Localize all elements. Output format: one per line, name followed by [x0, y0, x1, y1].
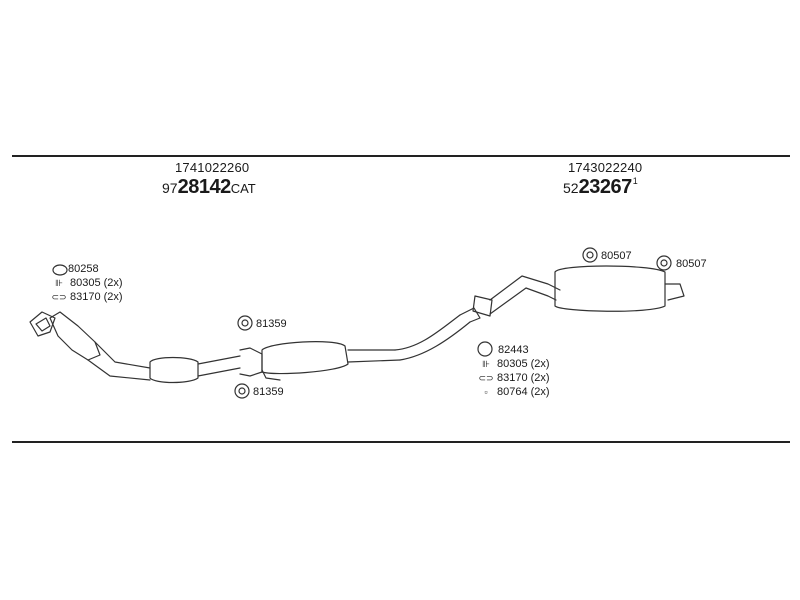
part-label: 80258 — [68, 263, 99, 275]
part-label: 81359 — [256, 318, 287, 330]
ring-gasket-icon — [52, 264, 68, 276]
part-label: 80507 — [601, 250, 632, 262]
right-assembly-header: 1743022240 — [568, 160, 642, 175]
bolt-icon: ⊪ — [55, 277, 63, 288]
part-label: 80507 — [676, 258, 707, 270]
clamp-icon: ⊂⊃ — [51, 291, 67, 302]
right-assembly-code: 52232671 — [563, 174, 638, 199]
part-label: ⊂⊃ 83170 (2x) — [478, 372, 550, 384]
left-assembly-header: 1741022260 — [175, 160, 249, 175]
part-label: ⊪ 80305 (2x) — [50, 277, 123, 289]
clamp-icon: ⊂⊃ — [478, 372, 494, 383]
rubber-mount-icon — [237, 315, 253, 331]
rubber-mount-icon — [656, 255, 672, 271]
right-part-number: 1743022240 — [568, 160, 643, 175]
left-assembly-code: 9728142CAT — [162, 174, 256, 199]
left-part-number: 1741022260 — [175, 160, 250, 175]
part-label: ▫ 80764 (2x) — [477, 386, 549, 398]
bolt-icon: ⊪ — [482, 358, 490, 369]
right-code-sup: 1 — [632, 176, 638, 186]
nut-icon: ▫ — [484, 387, 488, 397]
part-label: ⊪ 80305 (2x) — [477, 358, 550, 370]
left-code-prefix: 97 — [162, 180, 178, 196]
part-label: 82443 — [498, 344, 529, 356]
rubber-mount-icon — [234, 383, 250, 399]
left-code-suffix: CAT — [230, 181, 256, 196]
left-code-main: 28142 — [177, 176, 232, 198]
top-divider — [12, 155, 790, 157]
ring-gasket-icon — [477, 341, 493, 357]
right-code-prefix: 52 — [563, 180, 579, 196]
right-code-main: 23267 — [578, 176, 633, 198]
bottom-divider — [12, 441, 790, 443]
rubber-mount-icon — [582, 247, 598, 263]
part-label: 81359 — [253, 386, 284, 398]
part-label: ⊂⊃ 83170 (2x) — [51, 291, 123, 303]
front-pipe-catalyst — [29, 265, 685, 384]
